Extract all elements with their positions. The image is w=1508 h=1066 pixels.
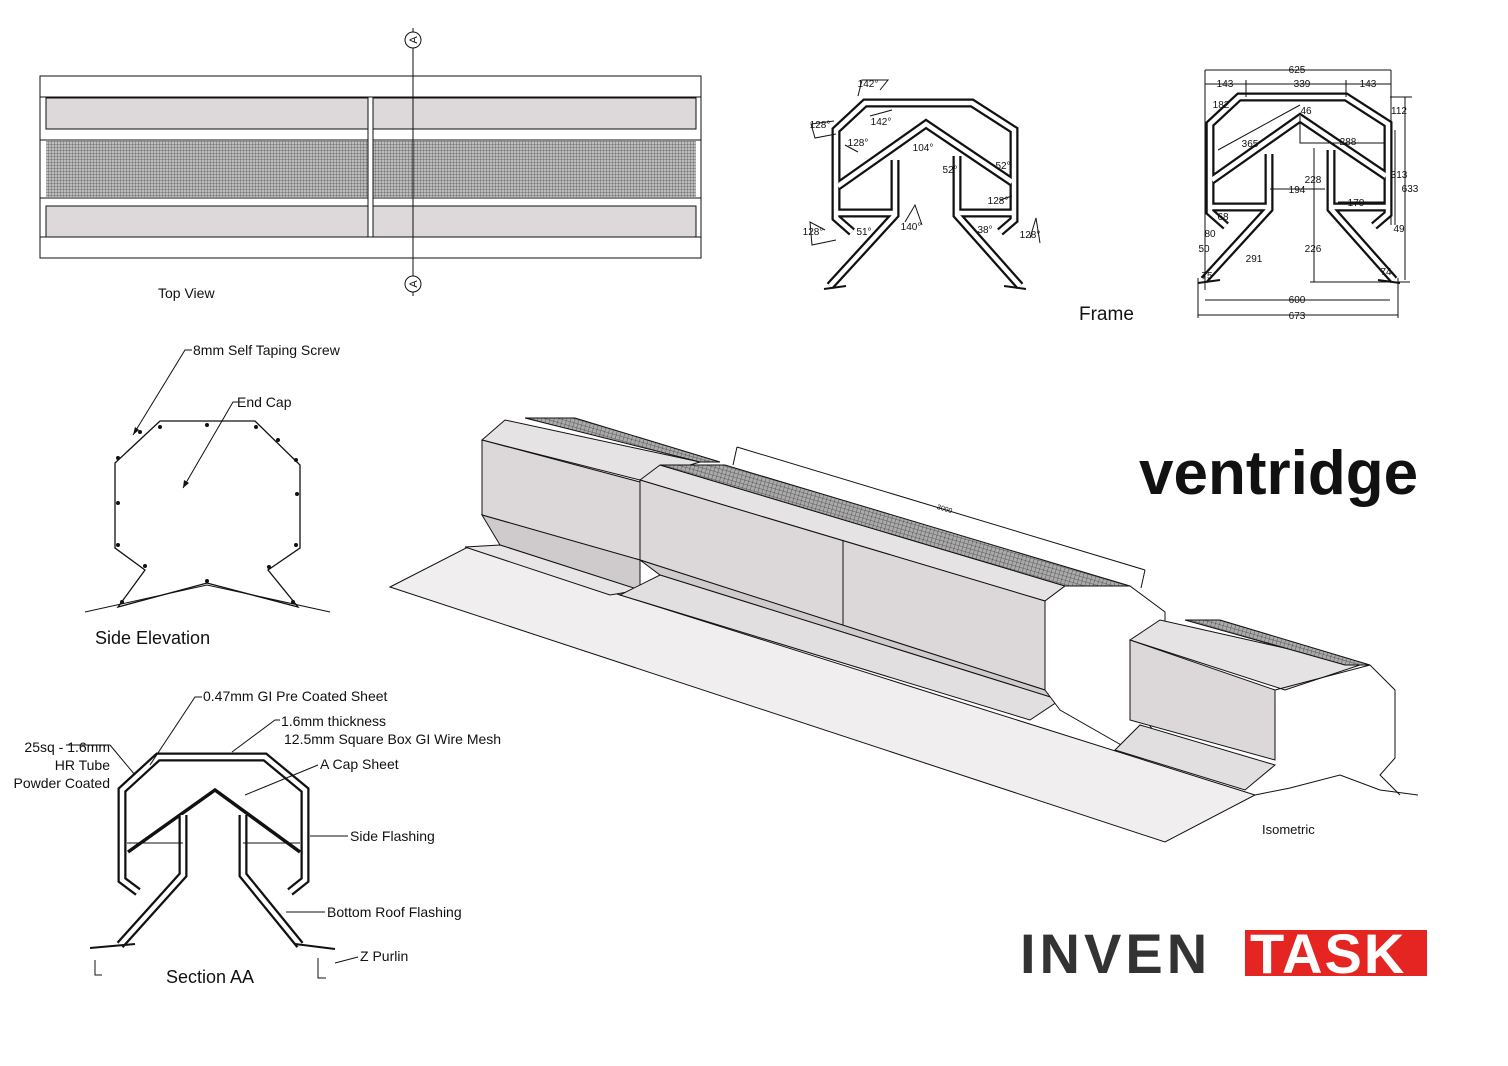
section-marker-bottom: A (408, 280, 420, 288)
dimension-label: 673 (1289, 311, 1306, 322)
side-elevation-title: Side Elevation (95, 628, 210, 648)
isometric-length-dimension: 3000 (936, 504, 953, 515)
isometric-title: Isometric (1262, 822, 1315, 837)
top-view-title: Top View (158, 285, 215, 301)
callout-tube-size: 25sq - 1.6mm (24, 739, 110, 755)
angle-label: 38° (977, 225, 992, 236)
dimension-label: 194 (1289, 185, 1306, 196)
frame-title: Frame (1079, 304, 1134, 325)
callout-tube-finish: Powder Coated (13, 775, 110, 791)
callout-mesh-thickness: 1.6mm thickness (281, 713, 386, 729)
angle-label: 128° (803, 227, 824, 238)
section-aa-title: Section AA (166, 967, 254, 987)
angle-label: 104° (913, 143, 934, 154)
dimension-label: 625 (1289, 65, 1306, 76)
dimension-label: 143 (1217, 79, 1234, 90)
callout-bottom-flashing: Bottom Roof Flashing (327, 904, 462, 920)
inventask-logo: INVEN TASK (1020, 922, 1427, 985)
product-name: ventridge (1139, 439, 1418, 508)
section-aa: 0.47mm GI Pre Coated Sheet 1.6mm thickne… (13, 688, 501, 987)
dimension-label: 80 (1204, 229, 1216, 240)
dimension-label: 170 (1348, 198, 1365, 209)
dimension-label: 50 (1198, 244, 1210, 255)
dimension-label: 339 (1294, 79, 1311, 90)
section-marker-top: A (408, 36, 420, 44)
dimension-label: 46 (1300, 106, 1312, 117)
angle-label: 128° (810, 120, 831, 131)
angle-label: 128° (988, 196, 1009, 207)
section-marker-icon (404, 275, 422, 293)
dimension-label: 226 (1305, 244, 1322, 255)
top-view: A A Top View (39, 28, 702, 301)
callout-sheet: 0.47mm GI Pre Coated Sheet (203, 688, 388, 704)
logo-part-task: TASK (1250, 922, 1406, 985)
section-marker-icon (404, 31, 422, 49)
callout-side-flashing: Side Flashing (350, 828, 435, 844)
frame-dimensions-view: 625 143 339 143 182 46 112 365 288 228 1… (1198, 65, 1419, 322)
dimension-label: 228 (1305, 175, 1322, 186)
callout-mesh: 12.5mm Square Box GI Wire Mesh (284, 731, 501, 747)
dimension-label: 288 (1340, 137, 1357, 148)
angle-label: 51° (856, 227, 871, 238)
angle-label: 140° (901, 222, 922, 233)
callout-z-purlin: Z Purlin (360, 948, 408, 964)
isometric-view: 3000 Isometric (388, 417, 1419, 843)
frame-angles-view: 142° 128° 142° 128° 104° 52° 52° 128° 12… (803, 79, 1041, 289)
logo-part-inven: INVEN (1020, 922, 1211, 985)
angle-label: 52° (942, 165, 957, 176)
dimension-label: 291 (1246, 254, 1263, 265)
side-elevation: 8mm Self Taping Screw End Cap Side Eleva… (84, 342, 341, 648)
angle-label: 128° (848, 138, 869, 149)
angle-label: 142° (871, 117, 892, 128)
callout-tube-type: HR Tube (55, 757, 110, 773)
angle-label: 52° (995, 161, 1010, 172)
angle-label: 142° (858, 79, 879, 90)
angle-label: 128° (1020, 230, 1041, 241)
dimension-label: 112 (1391, 106, 1407, 117)
dimension-label: 600 (1289, 295, 1306, 306)
callout-cap-sheet: A Cap Sheet (320, 756, 399, 772)
callout-screw: 8mm Self Taping Screw (193, 342, 341, 358)
callout-end-cap: End Cap (237, 394, 292, 410)
dimension-label: 182 (1213, 100, 1230, 111)
dimension-label: 313 (1391, 170, 1408, 181)
dimension-label: 143 (1360, 79, 1377, 90)
dimension-label: 74 (1380, 267, 1392, 278)
dimension-label: 68 (1217, 212, 1229, 223)
dimension-label: 633 (1402, 184, 1419, 195)
dimension-label: 365 (1242, 139, 1259, 150)
dimension-label: 75 (1201, 271, 1213, 282)
dimension-label: 49 (1393, 224, 1405, 235)
